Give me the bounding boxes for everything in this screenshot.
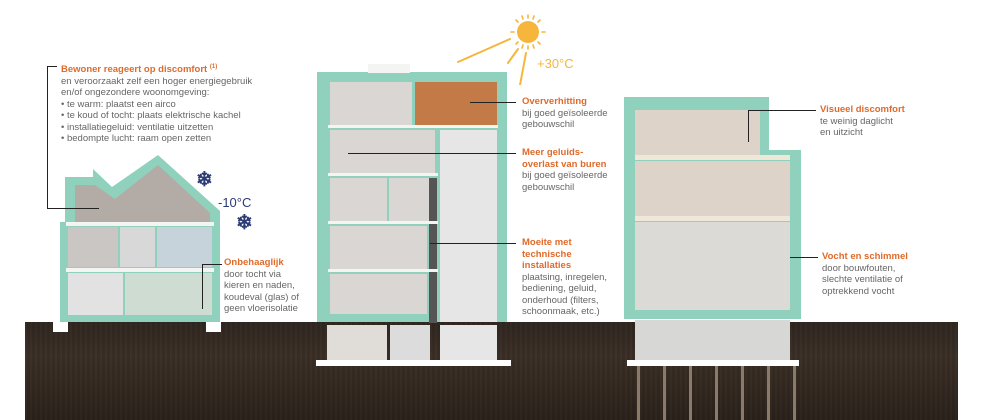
foundation-pile [793,366,796,420]
leader-line [202,264,203,309]
apartment-room [330,178,387,221]
annotation-technical-installations: Moeite met technische installaties plaat… [522,237,632,318]
hot-temperature-label: +30°C [537,56,574,71]
foundation-pile [741,366,744,420]
leader-line [202,264,222,265]
annotation-title: Bewoner reageert op discomfort (1) [61,64,218,76]
annotation-title: Oververhitting [522,96,587,107]
annotation-body: bij goed geïsoleerde gebouwschil [522,107,608,131]
party-room [330,226,427,269]
nursery [157,227,212,267]
leader-line [47,66,57,67]
floor-slab [328,125,498,128]
loft-living-room [635,222,790,310]
leader-line [430,243,516,244]
annotation-title: Vocht en schimmel [822,251,908,262]
annotation-damp-mould: Vocht en schimmel door bouwfouten, slech… [822,251,952,297]
annotation-title: Onbehaaglijk [224,257,284,268]
annotation-body: door tocht via kieren en naden, koudeval… [224,268,299,315]
bedroom [68,227,118,267]
floor-slab [328,221,438,224]
foundation [206,322,221,332]
living-room [125,273,212,315]
foundation-pile [663,366,666,420]
basement-technical [390,325,430,360]
annotation-visual-discomfort: Visueel discomfort te weinig daglicht en… [820,104,940,139]
leader-line [47,208,99,209]
annotation-uncomfortable: Onbehaaglijk door tocht via kieren en na… [224,257,324,315]
basement-storage [327,325,387,360]
leader-line [748,110,749,142]
overheated-room [415,82,497,125]
foundation-pile [715,366,718,420]
elevator-shaft [429,178,437,323]
floor-slab [66,222,214,226]
studio-room [635,110,760,155]
annotation-body: door bouwfouten, slechte ventilatie of o… [822,262,903,297]
annotation-body: bij goed geïsoleerde gebouwschil [522,170,608,193]
annotation-body: en veroorzaakt zelf een hoger energiegeb… [61,75,253,145]
apartment-room [330,82,412,125]
apartment-bathroom [389,178,429,221]
floor-slab [328,269,438,272]
floor-slab [66,268,214,272]
apartment-room [330,274,427,314]
crawl-space [635,320,790,360]
foundation-pile [637,366,640,420]
basement-stairwell [440,325,497,360]
leader-line [748,110,816,111]
foundation [53,322,68,332]
bathroom [120,227,155,267]
annotation-resident-reacts: Bewoner reageert op discomfort (1) en ve… [61,62,301,145]
leader-line [470,102,516,103]
foundation [627,360,799,366]
house-roof [65,155,220,225]
apartment-room [330,130,435,173]
leader-line [47,66,48,208]
floor-slab [635,155,790,160]
snowflake-icon: ❄ [236,212,253,234]
annotation-title: Meer geluids- overlast van buren [522,147,607,170]
floor-slab [635,216,790,221]
annotation-body: te weinig daglicht en uitzicht [820,115,893,139]
floor-slab [328,173,438,176]
leader-line [790,257,818,258]
snowflake-icon: ❄ [196,169,213,191]
kitchen [68,273,123,315]
leader-line [348,153,516,154]
foundation-pile [767,366,770,420]
roof-unit [368,64,410,73]
annotation-title: Moeite met technische installaties [522,237,572,271]
annotation-noise-neighbours: Meer geluids- overlast van buren bij goe… [522,147,632,193]
annotation-title: Visueel discomfort [820,104,905,115]
office-room [635,161,790,216]
annotation-overheating: Oververhitting bij goed geïsoleerde gebo… [522,96,632,131]
sun-icon [457,14,546,85]
stairwell [440,130,497,322]
foundation-pile [689,366,692,420]
cold-temperature-label: -10°C [218,195,252,210]
annotation-body: plaatsing, inregelen, bediening, geluid,… [522,271,608,318]
foundation [316,360,511,366]
